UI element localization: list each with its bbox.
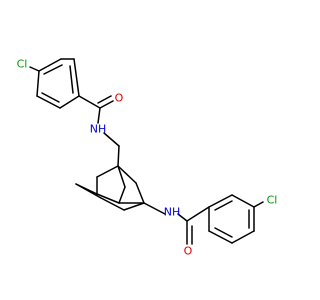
atom-nh-upper: NH [90, 123, 107, 136]
double-bond-inner [214, 200, 233, 211]
chlorophenyl-ring-lower [208, 194, 255, 244]
bond [36, 95, 61, 109]
bond [123, 202, 145, 211]
bond [96, 165, 119, 178]
bond [103, 132, 120, 147]
atom-labels: Cl O NH NH O Cl [17, 58, 278, 258]
bond [117, 165, 126, 188]
bond [118, 186, 126, 204]
bond-carbonyl-second [97, 95, 112, 104]
bond [38, 58, 62, 72]
atom-cl-lower: Cl [267, 194, 278, 207]
bond [117, 165, 137, 184]
atom-nh-lower: NH [164, 206, 181, 219]
bond [208, 230, 233, 244]
bond-carbonyl [99, 100, 114, 109]
double-bond-inner [214, 227, 233, 238]
bond [78, 95, 101, 109]
bond [208, 194, 233, 208]
chlorophenyl-ring-upper [36, 58, 80, 109]
atom-o-lower: O [184, 245, 193, 258]
amide-lower [143, 202, 210, 245]
bond [75, 183, 102, 199]
bond-cl-ring-upper [29, 66, 40, 72]
bond-carbonyl [186, 206, 210, 222]
bond [135, 182, 145, 204]
bond [231, 194, 255, 208]
bond [143, 202, 166, 215]
bond-cl-ring-lower [253, 201, 264, 208]
structure-canvas: Cl O NH NH O Cl [16, 57, 278, 258]
double-bond-inner [41, 92, 60, 103]
double-bond-inner [69, 65, 74, 94]
double-bond-inner [43, 64, 63, 75]
molecule-structure: Cl O NH NH O Cl [17, 58, 278, 258]
bond [97, 107, 101, 124]
adamantane-cage [75, 145, 145, 211]
bond [100, 197, 125, 211]
atom-o-upper: O [115, 92, 124, 105]
bond [96, 193, 120, 204]
amide-upper [78, 95, 120, 147]
atom-cl-upper: Cl [17, 58, 28, 71]
bond [73, 58, 80, 97]
bond [59, 95, 80, 109]
bond [117, 145, 120, 167]
bond [36, 70, 40, 97]
bond [231, 230, 255, 244]
bond [177, 213, 188, 222]
